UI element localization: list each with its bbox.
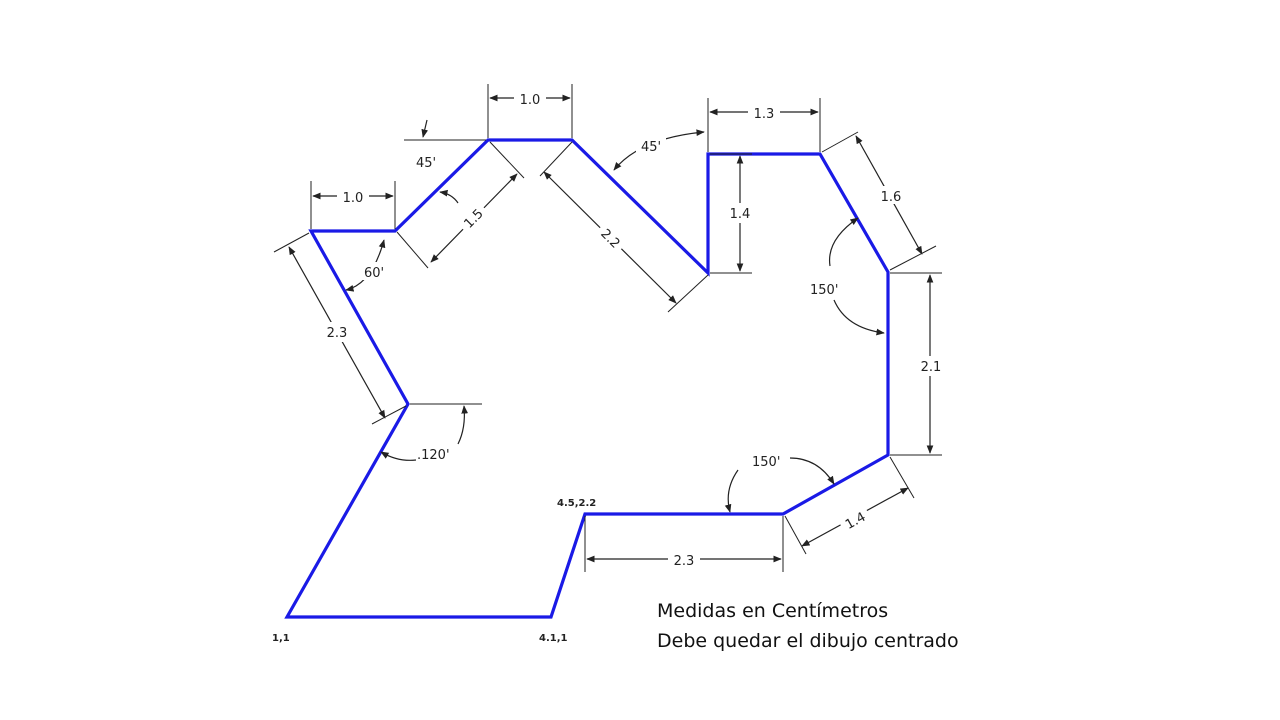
shape-outline — [284, 138, 890, 619]
dim-diag-left-2-3: 2.3 — [273, 232, 407, 425]
dim-label: 2.3 — [327, 326, 348, 341]
dim-diag-1-4: 1.4 — [784, 456, 915, 555]
dim-left-1-0: 1.0 — [310, 181, 396, 229]
angle-label: .120' — [417, 448, 450, 463]
angle-label: 45' — [641, 140, 661, 155]
coord-bottom-right: 4.1,1 — [539, 633, 568, 644]
dim-bottom-2-3: 2.3 — [584, 516, 784, 572]
angle-label: 60' — [364, 266, 384, 281]
coord-origin: 1,1 — [272, 633, 290, 644]
dim-label: 2.3 — [674, 554, 695, 569]
angle-150-bottom: 150' — [724, 455, 835, 513]
angle-label: 150' — [752, 455, 780, 470]
angle-150-right: 150' — [810, 217, 885, 336]
coord-step: 4.5,2.2 — [557, 498, 596, 509]
angle-60: 60' — [345, 239, 388, 292]
dim-label: 1.0 — [520, 93, 541, 108]
dim-diag-1-6: 1.6 — [821, 131, 937, 271]
dim-label: 1.3 — [754, 107, 775, 122]
dim-label: 1.0 — [343, 191, 364, 206]
note-units: Medidas en Centímetros — [657, 600, 889, 622]
dim-label: 2.1 — [921, 360, 942, 375]
dim-top-1-0: 1.0 — [487, 84, 573, 138]
angle-label: 150' — [810, 283, 838, 298]
dim-label: 1.6 — [881, 190, 902, 205]
note-centered: Debe quedar el dibujo centrado — [657, 630, 959, 652]
angle-label: 45' — [416, 156, 436, 171]
angle-120: .120' — [380, 403, 482, 463]
dim-label: 1.4 — [730, 207, 751, 222]
dim-vert-1-4: 1.4 — [710, 153, 755, 274]
dim-diag-2-2: 2.2 — [539, 141, 709, 313]
angle-45-left: 45' — [404, 119, 486, 204]
angle-45-mid: 45' — [613, 129, 705, 171]
dim-top-1-3: 1.3 — [707, 98, 821, 152]
dim-vert-2-1: 2.1 — [890, 272, 947, 456]
